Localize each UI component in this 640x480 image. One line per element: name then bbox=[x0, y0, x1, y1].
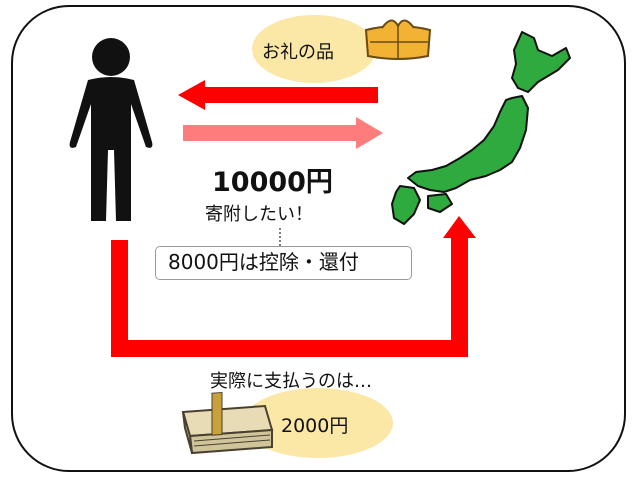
deduction-box: 8000円は控除・還付 bbox=[155, 246, 412, 280]
net-cost-amount: 2000円 bbox=[281, 415, 349, 437]
donation-amount: 10000円 bbox=[212, 167, 333, 198]
money-stack-icon bbox=[181, 391, 274, 455]
japan-map-icon bbox=[391, 31, 571, 225]
gift-label: お礼の品 bbox=[262, 42, 334, 63]
person-icon bbox=[69, 38, 153, 221]
donation-text: 寄附したい！ bbox=[205, 204, 313, 225]
gift-return-arrow bbox=[178, 80, 378, 110]
deduction-text: 8000円は控除・還付 bbox=[168, 250, 359, 274]
gift-box-icon bbox=[364, 19, 432, 60]
actual-payment-text: 実際に支払うのは… bbox=[210, 371, 372, 392]
donation-arrow bbox=[183, 117, 383, 149]
gift-label-bubble bbox=[252, 15, 376, 83]
refund-flow-arrow bbox=[111, 216, 476, 357]
